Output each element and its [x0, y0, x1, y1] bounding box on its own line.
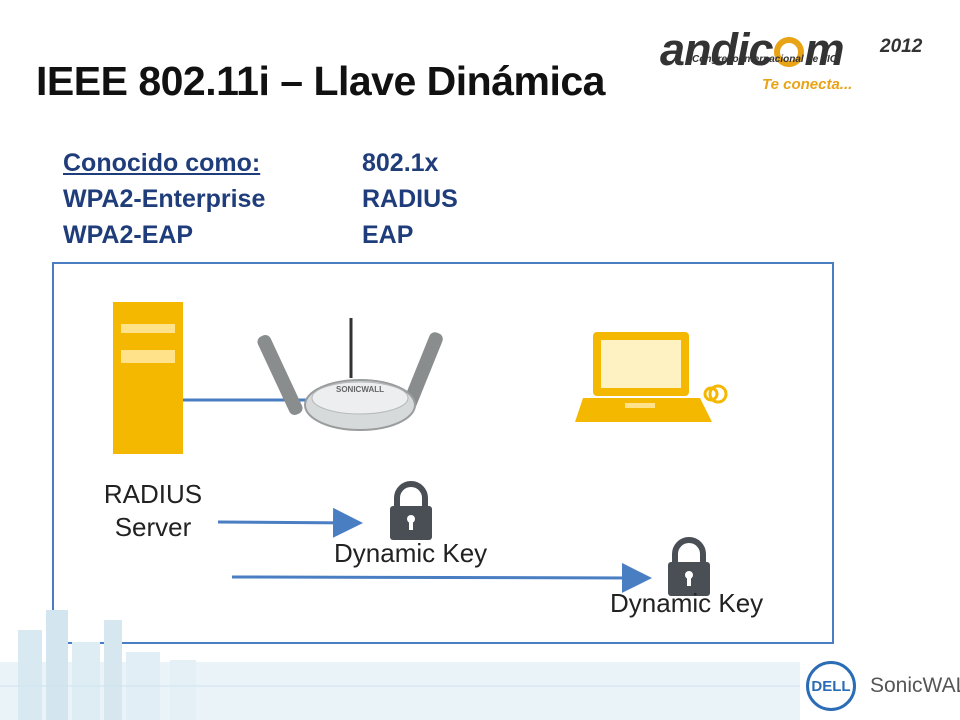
aka-item: WPA2-Enterprise — [63, 185, 266, 213]
city-skyline-decoration — [0, 610, 800, 720]
lock-icon — [668, 537, 710, 596]
arrow-key2 — [231, 562, 652, 593]
aka-item: WPA2-EAP — [63, 221, 194, 249]
access-point-icon: SONICWALL — [257, 318, 443, 431]
arrow-key1 — [217, 507, 363, 538]
slide-title: IEEE 802.11i – Llave Dinámica — [36, 58, 605, 104]
radius-server-label: RADIUS Server — [78, 478, 228, 544]
aka-heading: Conocido como: — [63, 149, 261, 177]
diagram-frame — [52, 262, 834, 644]
sonicwall-logo: SonicWALL — [870, 674, 960, 697]
access-point-brand: SONICWALL — [336, 385, 384, 394]
dynamic-key-label-2: Dynamic Key — [610, 588, 764, 618]
server-icon — [113, 302, 183, 454]
server-label-line1: RADIUS — [103, 479, 203, 509]
aka-left-column: Conocido como: WPA2-Enterprise WPA2-EAP — [63, 145, 265, 253]
laptop-icon — [575, 332, 728, 422]
logo-o-ring — [773, 37, 804, 67]
lock-icon — [390, 481, 432, 540]
aka-right-column: 802.1x RADIUS EAP — [362, 145, 458, 253]
dell-logo: DELL — [806, 661, 856, 711]
dynamic-key-label-1: Dynamic Key — [334, 538, 488, 568]
aka-item: RADIUS — [362, 185, 458, 213]
aka-item: EAP — [362, 221, 414, 249]
logo-subtitle: Congreso Internacional de TIC — [692, 54, 838, 65]
logo-tagline: Te conecta... — [762, 76, 853, 93]
aka-item: 802.1x — [362, 149, 439, 177]
logo-year: 2012 — [880, 36, 923, 57]
server-label-line2: Server — [114, 512, 192, 542]
